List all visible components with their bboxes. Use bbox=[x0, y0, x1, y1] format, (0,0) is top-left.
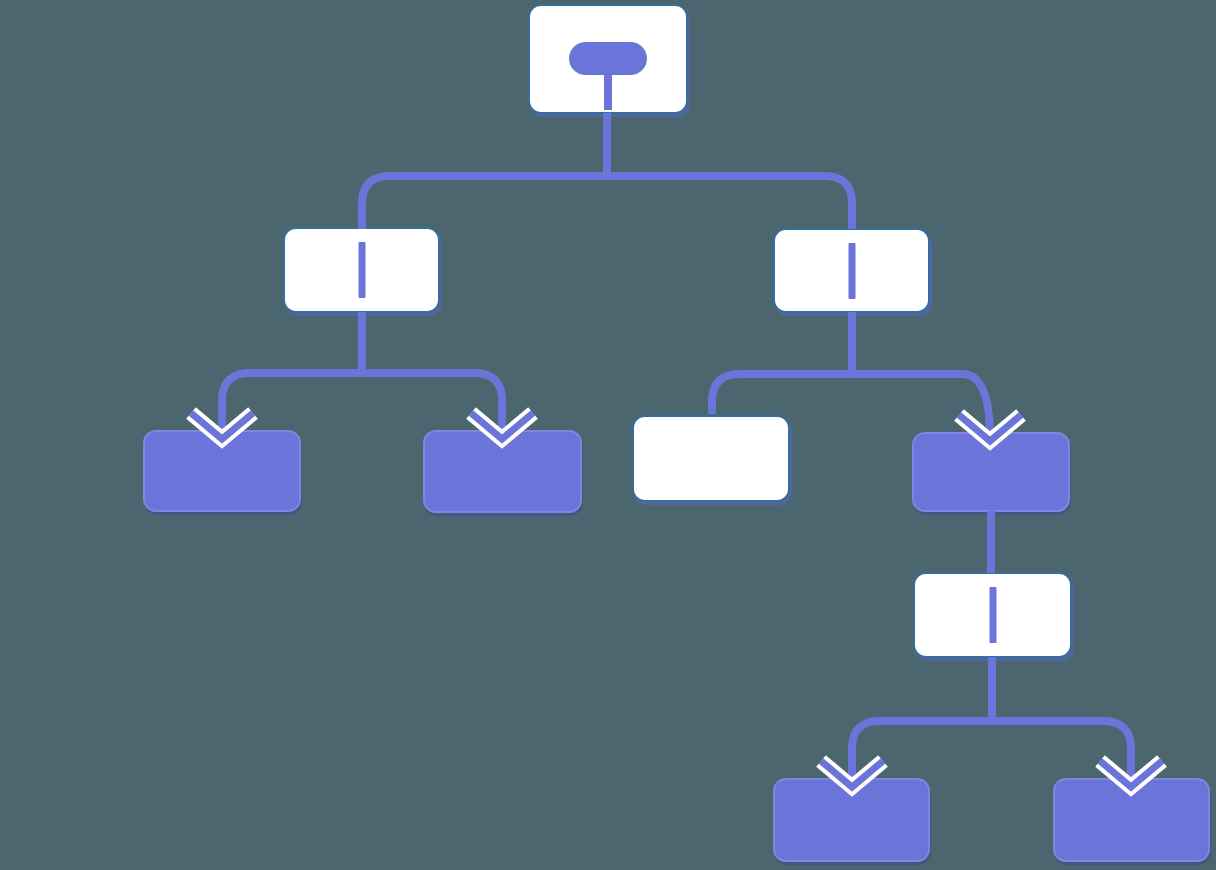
node-leaf-1[interactable] bbox=[143, 430, 301, 512]
connector-left-bar bbox=[218, 369, 506, 436]
node-branch-bottom[interactable] bbox=[913, 572, 1072, 658]
node-root[interactable] bbox=[528, 4, 688, 114]
node-target-right[interactable] bbox=[912, 432, 1070, 512]
node-leaf-3[interactable] bbox=[773, 778, 930, 862]
pill-stem-icon bbox=[604, 72, 612, 110]
node-branch-right[interactable] bbox=[773, 228, 930, 313]
split-line-icon bbox=[989, 587, 996, 643]
connector-level2-bar bbox=[358, 172, 856, 229]
split-line-icon bbox=[848, 242, 855, 299]
node-empty[interactable] bbox=[632, 415, 790, 502]
split-line-icon bbox=[358, 242, 365, 298]
node-branch-left[interactable] bbox=[283, 227, 440, 313]
node-leaf-4[interactable] bbox=[1053, 778, 1210, 862]
node-leaf-2[interactable] bbox=[423, 430, 582, 513]
connector-bottom-bar bbox=[848, 717, 1135, 784]
pill-icon bbox=[569, 42, 647, 75]
